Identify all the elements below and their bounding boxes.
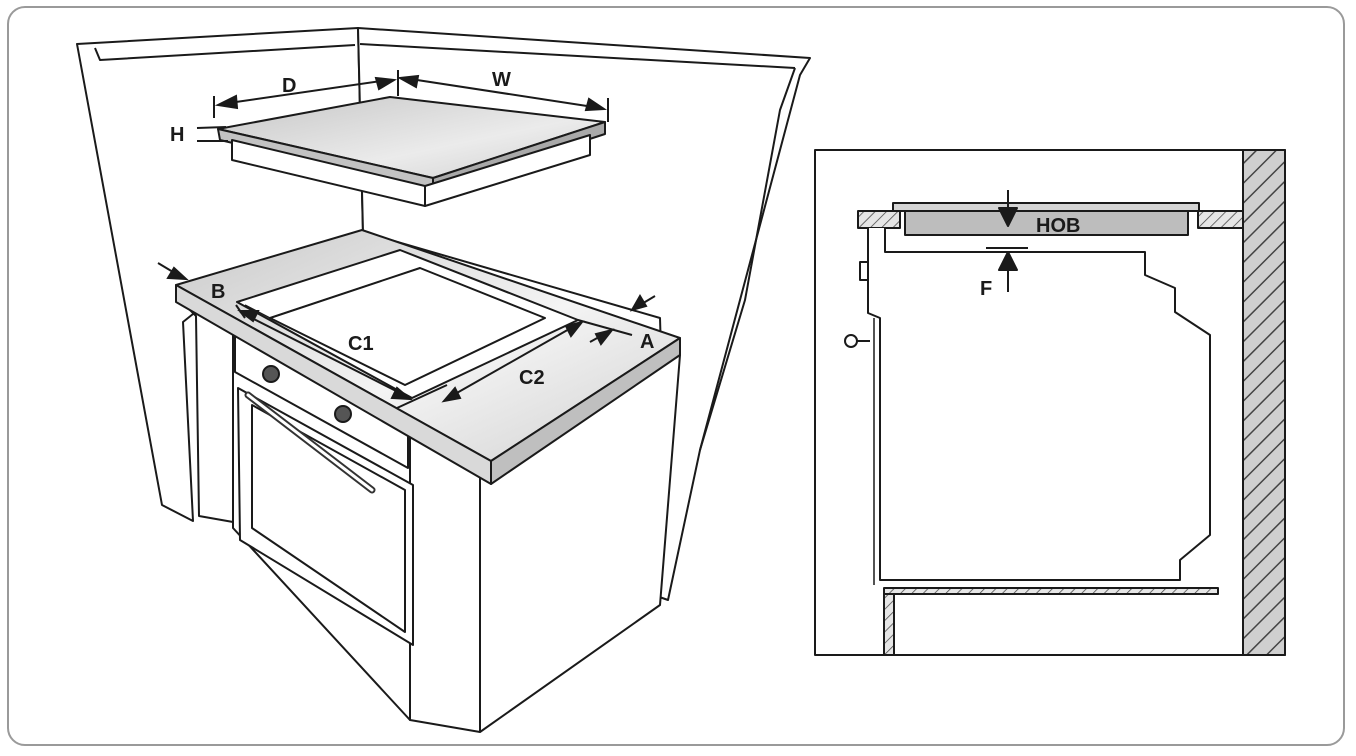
- arrow-f: [998, 251, 1018, 271]
- arrow-c2-a: [594, 328, 615, 346]
- labels-section: HOB F: [980, 215, 1080, 300]
- label-a: A: [640, 331, 654, 353]
- arrow-c2-left: [441, 386, 462, 403]
- arrow-c2-right: [564, 320, 585, 338]
- worktop-edge-side: [490, 337, 681, 485]
- arrow-d-left: [214, 94, 239, 110]
- label-hob: HOB: [1036, 215, 1080, 237]
- arrow-a: [629, 294, 648, 312]
- worktop-section-right: [1197, 210, 1244, 229]
- oven-knob-1: [262, 365, 280, 383]
- dimensions-3d: [157, 70, 656, 409]
- oven-outline: [867, 228, 1211, 581]
- arrow-w-right: [584, 97, 608, 112]
- arrow-d-right: [374, 76, 398, 91]
- oven-knob-2: [334, 405, 352, 423]
- label-h: H: [170, 124, 184, 146]
- label-w: W: [492, 69, 511, 91]
- arrow-b: [166, 266, 189, 281]
- label-d: D: [282, 75, 296, 97]
- arrow-hob: [998, 207, 1018, 227]
- label-f: F: [980, 278, 992, 300]
- wall-section: [1242, 149, 1286, 656]
- arrow-c1-left: [237, 310, 260, 323]
- label-c2: C2: [519, 367, 545, 389]
- labels-3d: D W H B A C1 C2: [170, 69, 654, 389]
- arrow-w-left: [396, 74, 420, 89]
- cross-section-view: [814, 149, 1286, 656]
- diagram-frame: [7, 6, 1345, 746]
- hob-section-body: [904, 210, 1189, 236]
- label-c1: C1: [348, 333, 374, 355]
- arrow-c1-right: [390, 386, 413, 401]
- hob-section-top: [892, 202, 1200, 212]
- worktop-section-left: [857, 210, 901, 229]
- cabinet-3d-view: [76, 27, 811, 733]
- shelf-section: [883, 587, 1219, 595]
- label-b: B: [211, 281, 225, 303]
